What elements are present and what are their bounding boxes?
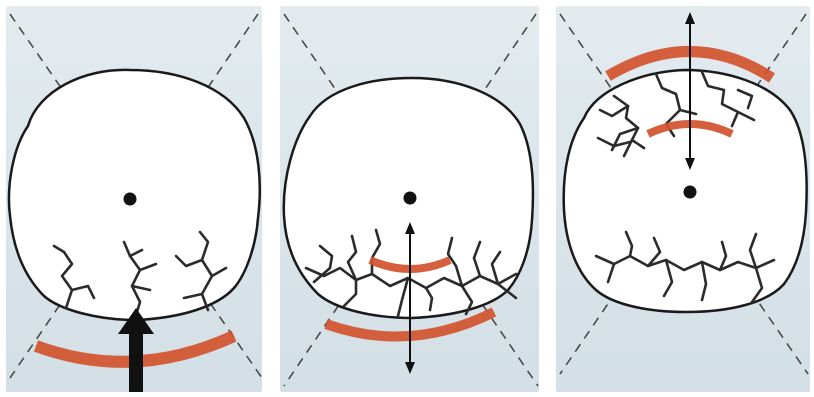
panel-2	[280, 6, 539, 392]
panel-1	[6, 6, 262, 392]
panel-2-svg	[280, 6, 539, 392]
center-point	[684, 186, 697, 199]
center-point	[124, 193, 137, 206]
center-point	[404, 192, 417, 205]
panel-3	[556, 6, 810, 392]
panel-3-svg	[556, 6, 810, 392]
panel-1-svg	[6, 6, 262, 392]
